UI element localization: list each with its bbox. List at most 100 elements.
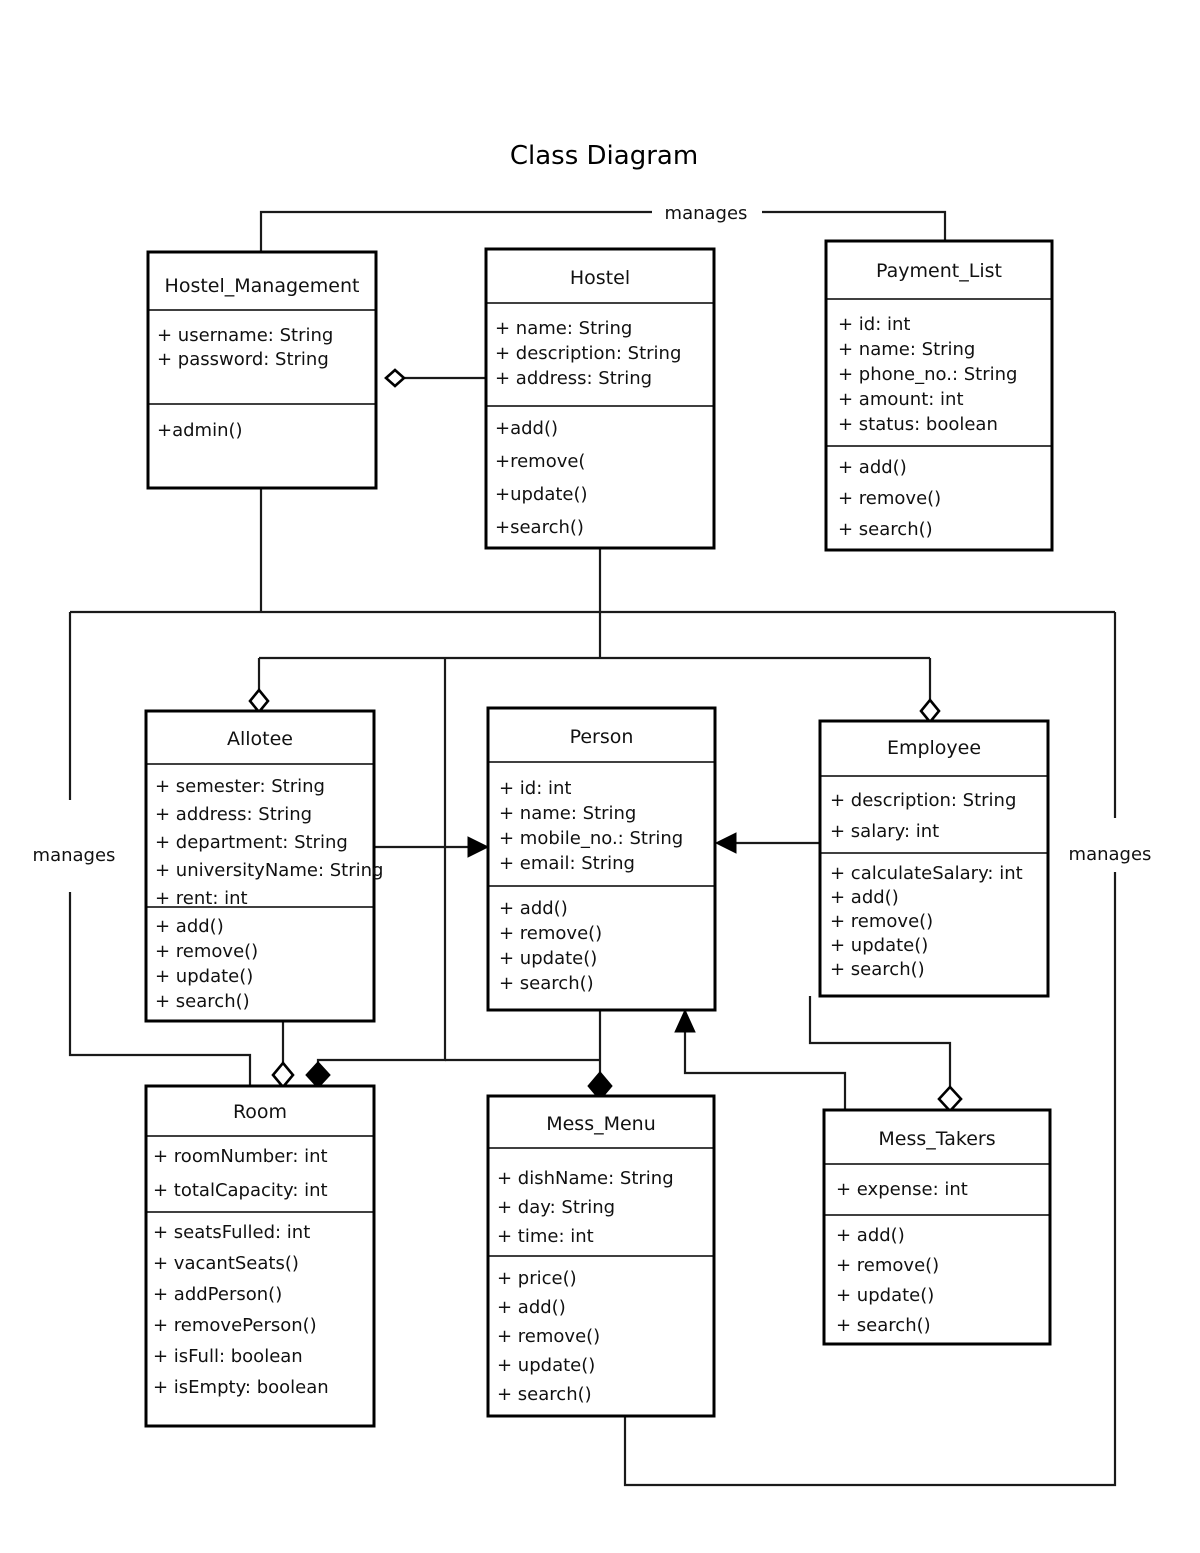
class-box-hostel[interactable]: Hostel+ name: String+ description: Strin… xyxy=(484,247,716,550)
class-method: + update() xyxy=(836,1285,934,1306)
class-box-allotee[interactable]: Allotee+ semester: String+ address: Stri… xyxy=(144,709,383,1023)
class-attribute: + mobile_no.: String xyxy=(499,828,683,849)
class-box-room[interactable]: Room + roomNumber: int + totalCapacity: in… xyxy=(144,1084,376,1428)
class-method: + search() xyxy=(830,959,925,980)
class-method: +remove( xyxy=(495,451,585,472)
class-attribute: + name: String xyxy=(495,318,632,339)
class-name-room: Room xyxy=(233,1101,287,1123)
class-attribute: + roomNumber: int xyxy=(153,1146,328,1167)
aggregation-diamond-room xyxy=(271,1060,295,1090)
class-name-mess_menu: Mess_Menu xyxy=(546,1113,656,1135)
class-method: + remove() xyxy=(838,488,941,509)
class-box-outline-hostel xyxy=(484,247,716,550)
class-method: + isFull: boolean xyxy=(153,1346,303,1367)
class-method: + price() xyxy=(497,1268,577,1289)
link-hm-payment-right xyxy=(762,210,947,241)
class-attribute: + status: boolean xyxy=(838,414,998,435)
edge-label-manages-right: manages xyxy=(1069,844,1152,865)
edge-label-manages-top: manages xyxy=(665,203,748,224)
class-box-hostel_management[interactable]: Hostel_Management+ username: String+ pas… xyxy=(146,250,378,490)
class-name-person: Person xyxy=(570,726,634,748)
class-name-mess_takers: Mess_Takers xyxy=(878,1128,995,1150)
class-box-mess_menu[interactable]: Mess_Menu + dishName: String + day: String… xyxy=(486,1094,716,1418)
class-method: + search() xyxy=(497,1384,592,1405)
class-attribute: + day: String xyxy=(497,1197,615,1218)
class-box-layer: Hostel_Management+ username: String+ pas… xyxy=(144,239,1054,1428)
class-attribute: + phone_no.: String xyxy=(838,364,1017,385)
class-name-payment_list: Payment_List xyxy=(876,260,1002,282)
class-attribute: + password: String xyxy=(157,349,329,370)
class-method: + add() xyxy=(836,1225,905,1246)
class-attribute: + address: String xyxy=(495,368,652,389)
class-method: +admin() xyxy=(157,420,243,441)
class-method: + addPerson() xyxy=(153,1284,282,1305)
class-method: + add() xyxy=(499,898,568,919)
class-name-hostel: Hostel xyxy=(570,267,630,289)
class-method: +update() xyxy=(495,484,588,505)
class-method: + seatsFulled: int xyxy=(153,1222,310,1243)
class-name-allotee: Allotee xyxy=(227,728,293,750)
class-attribute: + rent: int xyxy=(155,888,248,909)
class-method: + remove() xyxy=(836,1255,939,1276)
class-method: + add() xyxy=(838,457,907,478)
class-method: + add() xyxy=(830,887,899,908)
class-method: + isEmpty: boolean xyxy=(153,1377,329,1398)
aggregation-diamond-employee xyxy=(919,697,941,725)
arrowhead-employee-person xyxy=(714,832,737,854)
arrowhead-messtakers-person xyxy=(674,1008,696,1033)
class-attribute: + name: String xyxy=(499,803,636,824)
link-right-manages-lower xyxy=(623,872,1117,1487)
class-attribute: + salary: int xyxy=(830,821,939,842)
class-box-outline-mess_takers xyxy=(822,1108,1052,1346)
class-attribute: + email: String xyxy=(499,853,635,874)
aggregation-diamond-mess-takers xyxy=(937,1085,963,1113)
class-method: +search() xyxy=(495,517,584,538)
class-box-mess_takers[interactable]: Mess_Takers + expense: int + add() + remove… xyxy=(822,1108,1052,1346)
class-box-person[interactable]: Person+ id: int+ name: String+ mobile_no… xyxy=(486,706,717,1012)
class-method: + remove() xyxy=(155,941,258,962)
class-attribute: + username: String xyxy=(157,325,333,346)
class-box-payment_list[interactable]: Payment_List + id: int + name: String + pho… xyxy=(824,239,1054,552)
composition-diamond-room xyxy=(305,1061,331,1089)
class-box-outline-payment_list xyxy=(824,239,1054,552)
class-method: + update() xyxy=(830,935,928,956)
arrowhead-allotee-person xyxy=(467,836,490,858)
class-method: + search() xyxy=(155,991,250,1012)
class-box-employee[interactable]: Employee + description: String + salary: i… xyxy=(818,719,1050,998)
link-messtakers-person xyxy=(683,1022,847,1110)
class-attribute: + dishName: String xyxy=(497,1168,674,1189)
class-method: + remove() xyxy=(830,911,933,932)
class-method: +add() xyxy=(495,418,558,439)
class-method: + vacantSeats() xyxy=(153,1253,299,1274)
class-method: + search() xyxy=(836,1315,931,1336)
link-left-manages-lower xyxy=(68,892,252,1086)
class-box-outline-allotee xyxy=(144,709,376,1023)
class-attribute: + time: int xyxy=(497,1226,594,1247)
link-hm-payment-left xyxy=(259,210,652,252)
class-attribute: + department: String xyxy=(155,832,348,853)
class-method: + search() xyxy=(499,973,594,994)
class-attribute: + universityName: String xyxy=(155,860,383,881)
class-box-outline-employee xyxy=(818,719,1050,998)
edge-label-manages-left: manages xyxy=(33,845,116,866)
class-box-outline-room xyxy=(144,1084,376,1428)
class-method: + add() xyxy=(155,916,224,937)
class-attribute: + name: String xyxy=(838,339,975,360)
class-attribute: + totalCapacity: int xyxy=(153,1180,328,1201)
class-method: + update() xyxy=(155,966,253,987)
class-method: + update() xyxy=(499,948,597,969)
class-method: + search() xyxy=(838,519,933,540)
class-method: + remove() xyxy=(497,1326,600,1347)
class-attribute: + id: int xyxy=(838,314,910,335)
class-box-outline-hostel_management xyxy=(146,250,378,490)
class-attribute: + amount: int xyxy=(838,389,964,410)
aggregation-diamond-allotee xyxy=(248,687,270,715)
aggregation-diamond-hostel-management xyxy=(384,368,406,388)
class-name-employee: Employee xyxy=(887,737,981,759)
class-method: + update() xyxy=(497,1355,595,1376)
class-method: + calculateSalary: int xyxy=(830,863,1023,884)
class-attribute: + description: String xyxy=(830,790,1016,811)
class-attribute: + expense: int xyxy=(836,1179,968,1200)
